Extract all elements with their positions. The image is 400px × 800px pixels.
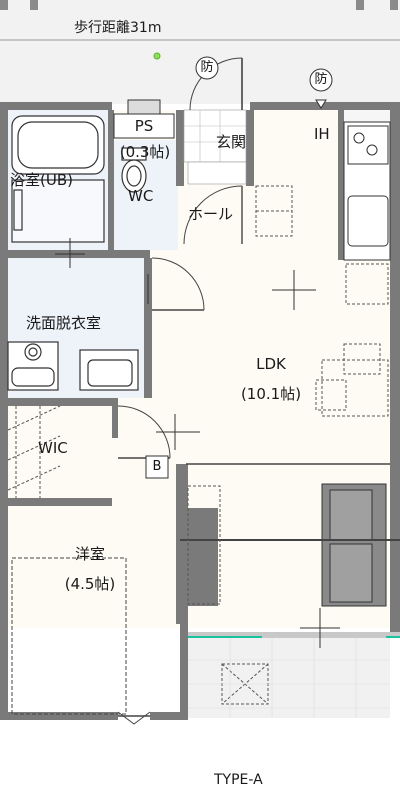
- balcony-railing: [188, 632, 400, 638]
- ps-vent: [127, 99, 161, 115]
- tv-board: [187, 485, 221, 605]
- balcony-grid: [188, 638, 390, 718]
- vanity-sink: [79, 349, 139, 391]
- hall-label: ホール: [188, 205, 234, 223]
- marker-dot: [153, 52, 161, 60]
- entrance-floor-pattern: [184, 110, 246, 162]
- entrance-floor: [183, 109, 247, 163]
- fridge: [345, 263, 389, 305]
- dining-table: [321, 359, 389, 417]
- kitchen-counter: [343, 121, 391, 261]
- ps-label: PS: [134, 117, 154, 135]
- washroom-door-swing: [151, 257, 205, 311]
- fire-alarm-entrance-icon: 防: [200, 60, 214, 75]
- wic-door-swing: [117, 405, 171, 459]
- b-marker-box: [145, 455, 169, 479]
- kitchen-alarm-pointer: [315, 99, 327, 109]
- b-marker: B: [152, 459, 162, 474]
- outdoor-corridor: [0, 0, 400, 104]
- fire-alarm-entrance-ring: [195, 56, 219, 80]
- bed-outline: [11, 557, 127, 715]
- ps-size-label: (0.3帖): [119, 143, 171, 161]
- wic-label: WIC: [38, 439, 68, 457]
- unit-bath: [11, 115, 105, 243]
- ldk-label: LDK: [256, 355, 286, 373]
- fire-alarm-kitchen-ring: [309, 68, 333, 92]
- wc-label: WC: [128, 187, 154, 205]
- entrance-label: 玄関: [216, 133, 247, 151]
- western-label: 洋室: [74, 545, 105, 563]
- corridor-post-right1: [356, 0, 364, 10]
- washroom-label: 洗面脱衣室: [26, 314, 102, 332]
- interior-walls: [0, 102, 344, 624]
- balcony-floor: [188, 638, 390, 718]
- corridor-post-mid: [30, 0, 38, 10]
- toilet: [121, 147, 147, 193]
- sofa: [321, 483, 387, 607]
- footer-label: TYPE-A: [214, 772, 263, 788]
- western-door-mark: [117, 711, 151, 725]
- entrance-threshold: [187, 161, 247, 185]
- ldk-size-label: (10.1帖): [240, 385, 302, 403]
- bath-label: 浴室(UB): [10, 171, 73, 189]
- fire-alarm-kitchen-icon: 防: [314, 72, 328, 87]
- corridor-post-right2: [390, 0, 398, 10]
- dining-chair-2: [315, 379, 347, 411]
- dining-chair: [343, 343, 381, 375]
- walking-distance-label: 歩行距離31m: [74, 20, 162, 36]
- ih-label: IH: [314, 125, 330, 143]
- corridor-post-left: [0, 0, 8, 10]
- hall-door-swing: [183, 185, 243, 245]
- shoe-cabinet: [255, 185, 293, 237]
- western-size-label: (4.5帖): [64, 575, 116, 593]
- washing-machine: [7, 341, 59, 391]
